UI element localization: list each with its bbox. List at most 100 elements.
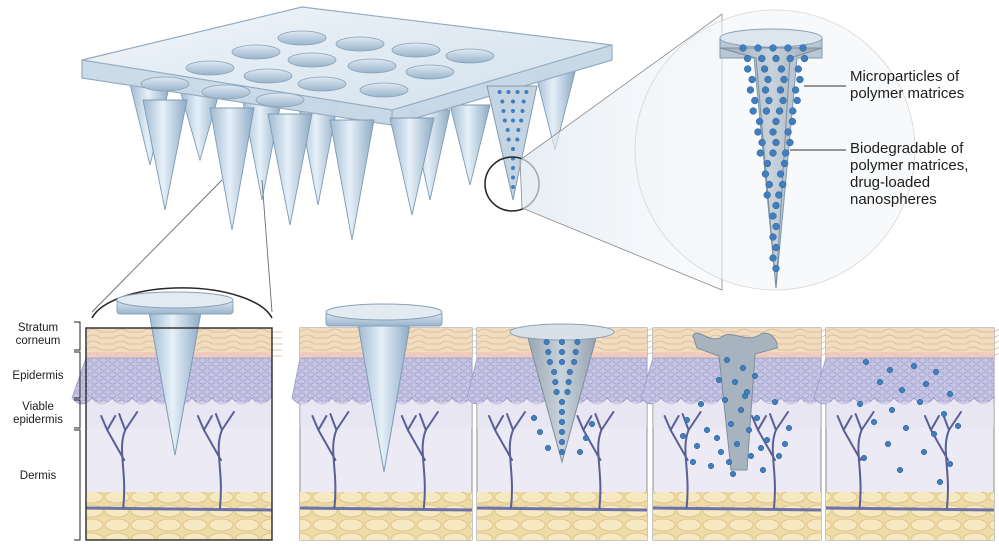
drug-particle bbox=[558, 338, 566, 346]
microneedle bbox=[267, 113, 313, 226]
drug-particle bbox=[788, 117, 797, 126]
drug-particle bbox=[558, 428, 566, 436]
drug-particle bbox=[588, 420, 596, 428]
drug-particle bbox=[780, 75, 788, 84]
drug-particle bbox=[772, 117, 780, 126]
drug-particle bbox=[564, 388, 571, 396]
drug-particle bbox=[506, 137, 511, 142]
drug-particle bbox=[772, 222, 780, 231]
drug-particle bbox=[784, 128, 792, 136]
drug-particle bbox=[782, 149, 790, 157]
drug-particle bbox=[932, 368, 940, 376]
drug-particle bbox=[793, 96, 801, 105]
drug-particle bbox=[763, 159, 772, 168]
drug-particle bbox=[796, 75, 804, 84]
drug-particle bbox=[761, 170, 770, 178]
drug-particle bbox=[729, 470, 737, 478]
drug-particle bbox=[715, 376, 723, 384]
microneedle bbox=[329, 119, 375, 241]
microneedle bbox=[389, 117, 435, 216]
drug-particle bbox=[862, 358, 870, 366]
drug-particle bbox=[572, 348, 579, 356]
skin-panel-4 bbox=[640, 327, 836, 541]
drug-particle bbox=[511, 175, 515, 180]
drug-particle bbox=[763, 191, 771, 199]
drug-particle bbox=[856, 400, 864, 408]
drug-particle bbox=[546, 358, 553, 366]
drug-particle bbox=[775, 191, 783, 199]
drug-particle bbox=[922, 380, 930, 388]
drug-particle bbox=[769, 149, 777, 157]
drug-particle bbox=[744, 65, 752, 73]
drug-particle bbox=[876, 378, 884, 386]
drug-particle bbox=[888, 406, 896, 414]
drug-particle bbox=[543, 338, 550, 346]
needle-base-cap bbox=[255, 92, 305, 108]
drug-particle bbox=[916, 398, 924, 406]
needle-base-cap bbox=[335, 36, 385, 52]
drug-particle bbox=[786, 138, 794, 147]
drug-particle bbox=[506, 90, 511, 94]
drug-particle bbox=[558, 448, 566, 456]
drug-particle bbox=[769, 233, 777, 241]
drug-particle bbox=[762, 107, 771, 115]
drug-particle bbox=[749, 107, 757, 115]
drug-particle bbox=[743, 54, 752, 63]
drug-particle bbox=[775, 452, 783, 460]
drug-particle bbox=[886, 366, 894, 374]
drug-particle bbox=[884, 440, 892, 448]
drug-particle bbox=[870, 418, 878, 426]
label-stratum-corneum: Stratum corneum bbox=[15, 322, 61, 347]
drug-particle bbox=[536, 428, 544, 436]
drug-particle bbox=[511, 185, 515, 189]
drug-particle bbox=[725, 458, 733, 466]
drug-particle bbox=[771, 398, 779, 406]
drug-particle bbox=[794, 65, 802, 73]
drug-particle bbox=[777, 65, 786, 73]
drug-particle bbox=[721, 396, 729, 404]
microneedle bbox=[209, 107, 255, 231]
zoom-line-right bbox=[261, 179, 273, 313]
drug-particle bbox=[501, 109, 506, 113]
drug-particle bbox=[765, 180, 773, 189]
drug-particle bbox=[558, 408, 566, 416]
drug-particle bbox=[511, 147, 515, 151]
callout-microparticles: Microparticles of polymer matrices bbox=[850, 68, 965, 102]
microneedle bbox=[449, 104, 491, 186]
drug-particle bbox=[505, 128, 510, 132]
drug-particle bbox=[769, 128, 777, 136]
drug-particle bbox=[558, 348, 566, 356]
drug-particle bbox=[772, 54, 780, 63]
drug-particle bbox=[759, 466, 767, 474]
drug-particle bbox=[769, 254, 777, 262]
drug-particle bbox=[689, 458, 697, 466]
drug-particle bbox=[741, 392, 749, 400]
drug-particle bbox=[758, 138, 766, 147]
needle-base-cap bbox=[201, 84, 251, 100]
drug-particle bbox=[920, 448, 928, 456]
drug-particle bbox=[521, 99, 526, 104]
drug-particle bbox=[764, 75, 772, 84]
drug-particle bbox=[786, 54, 794, 63]
microneedle-patch bbox=[81, 6, 613, 241]
drug-particle bbox=[746, 86, 755, 94]
drug-particle bbox=[754, 128, 762, 136]
drug-particle bbox=[789, 107, 797, 115]
layer-brackets bbox=[74, 321, 81, 541]
drug-particle bbox=[511, 109, 515, 113]
drug-particle bbox=[717, 448, 725, 456]
drug-particle bbox=[703, 426, 711, 434]
drug-particle bbox=[780, 159, 789, 168]
needle-particles-large bbox=[739, 44, 809, 273]
drug-particle bbox=[576, 448, 584, 456]
drug-particle bbox=[733, 440, 741, 448]
drug-particle bbox=[776, 170, 785, 178]
needle-base-cap bbox=[445, 48, 495, 64]
needle-base-cap bbox=[359, 82, 409, 98]
drug-particle bbox=[799, 44, 807, 52]
drug-particle bbox=[502, 118, 507, 123]
drug-particle bbox=[772, 138, 780, 147]
drug-particle bbox=[739, 44, 747, 52]
drug-particle bbox=[524, 90, 529, 94]
drug-particle bbox=[776, 86, 785, 94]
